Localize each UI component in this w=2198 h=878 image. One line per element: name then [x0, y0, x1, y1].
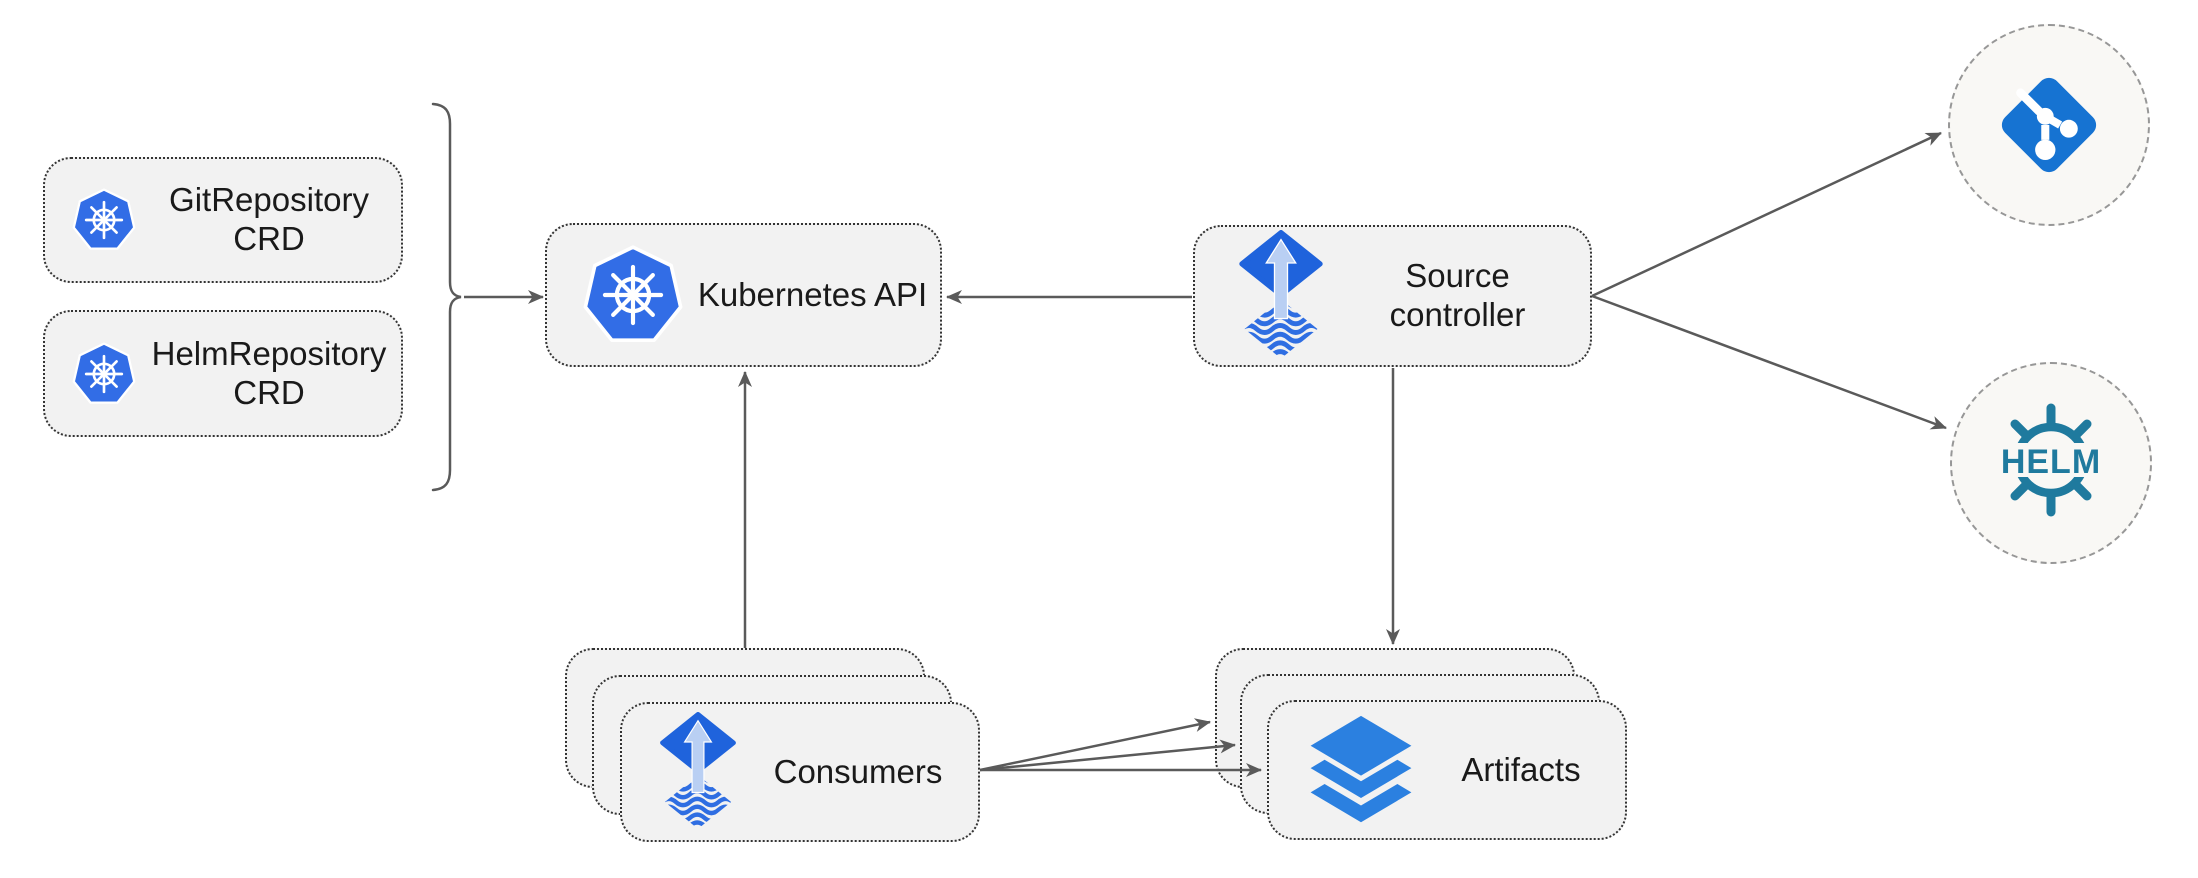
node-source-controller: Source controller: [1193, 225, 1592, 367]
flux-icon: [658, 712, 738, 832]
node-label: Source controller: [1389, 257, 1526, 333]
kubernetes-icon: [581, 243, 685, 347]
crd-group-brace: [431, 102, 462, 492]
node-git-repository-crd: GitRepository CRD: [43, 157, 403, 283]
node-label: Consumers: [773, 752, 943, 790]
kubernetes-icon: [71, 187, 137, 253]
arrow-source-controller-to-git: [1591, 131, 1942, 298]
endpoint-helm: HELM: [1950, 362, 2152, 564]
arrow-source-controller-to-helm: [1591, 294, 1947, 430]
node-kubernetes-api: Kubernetes API: [545, 223, 942, 367]
arrow-consumers-to-artifacts-1: [979, 718, 1211, 772]
node-helm-repository-crd: HelmRepository CRD: [43, 310, 403, 437]
layers-icon: [1305, 712, 1417, 828]
node-label: GitRepository CRD: [169, 181, 369, 257]
helm-icon: HELM: [1976, 396, 2126, 530]
node-artifacts: Artifacts: [1267, 700, 1627, 840]
arrow-consumers-to-artifacts-2: [979, 739, 1236, 772]
node-label: HelmRepository CRD: [151, 334, 387, 411]
git-icon: [1987, 63, 2111, 187]
node-label: Kubernetes API: [697, 275, 928, 313]
flux-icon: [1237, 230, 1325, 362]
endpoint-git: [1948, 24, 2150, 226]
kubernetes-icon: [71, 341, 137, 407]
node-consumers: Consumers: [620, 702, 980, 842]
node-label: Artifacts: [1461, 750, 1581, 788]
helm-logo-text: HELM: [2001, 443, 2101, 481]
